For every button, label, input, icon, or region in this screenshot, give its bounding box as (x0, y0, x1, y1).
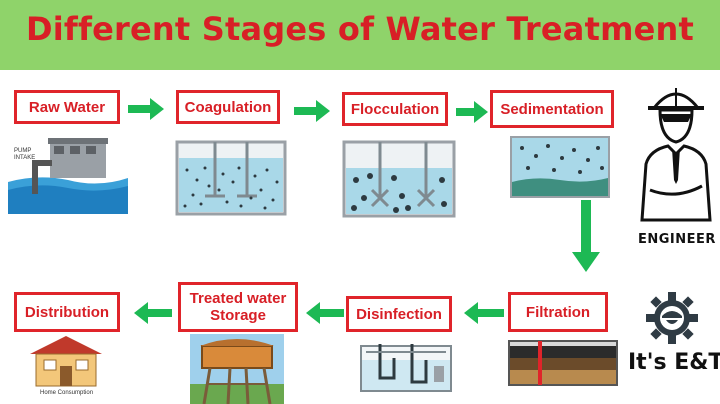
arrow-right-icon (128, 98, 164, 120)
disinfection-illustration (360, 344, 452, 392)
stage-distribution: Distribution (14, 292, 120, 332)
arrow-right-icon (294, 100, 330, 122)
page-title: Different Stages of Water Treatment (25, 10, 695, 48)
flocculation-tank-illustration (342, 140, 456, 218)
title-banner (0, 0, 720, 70)
coagulation-tank-illustration (175, 140, 287, 216)
water-tower-illustration (190, 334, 284, 404)
arrow-right-icon (456, 101, 488, 123)
arrow-left-icon (306, 302, 344, 324)
arrow-left-icon (134, 302, 172, 324)
engineer-label: ENGINEER (638, 232, 716, 247)
stage-coagulation: Coagulation (176, 90, 280, 124)
arrow-down-icon (572, 200, 600, 272)
stage-raw-water: Raw Water (14, 90, 120, 124)
home-consumption-label: Home Consumption (40, 390, 94, 396)
brand-label: It's E&T (628, 350, 720, 375)
pump-intake-label: PUMP INTAKE (14, 148, 36, 161)
pump-intake-illustration (8, 138, 128, 214)
house-icon (30, 336, 102, 387)
arrow-left-icon (464, 302, 504, 324)
stage-treated-water-storage: Treated water Storage (178, 282, 298, 332)
sedimentation-tank-illustration (510, 136, 610, 198)
filtration-illustration (508, 340, 618, 386)
stage-sedimentation: Sedimentation (490, 90, 614, 128)
gear-icon (646, 292, 698, 344)
stage-flocculation: Flocculation (342, 92, 448, 126)
stage-filtration: Filtration (508, 292, 608, 332)
engineer-illustration (640, 88, 712, 222)
stage-disinfection: Disinfection (346, 296, 452, 332)
